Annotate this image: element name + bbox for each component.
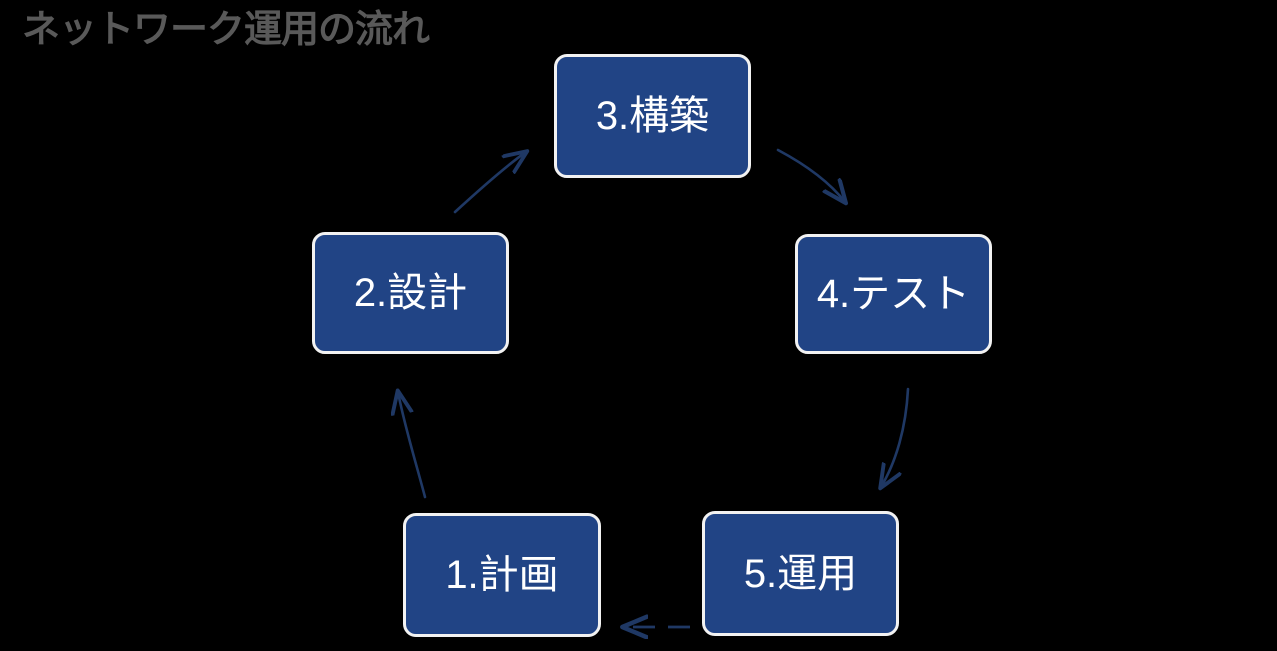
process-node-label: 5.運用 (743, 551, 858, 596)
page-title: ネットワーク運用の流れ (22, 9, 430, 51)
process-node-label: 4.テスト (816, 272, 971, 316)
process-node-label: 3.構築 (595, 94, 710, 138)
process-node-label: 1.計画 (445, 553, 559, 597)
process-node-test[interactable]: 4.テスト (795, 234, 992, 354)
process-node-operate[interactable]: 5.運用 (702, 511, 899, 636)
process-node-plan[interactable]: 1.計画 (403, 513, 601, 637)
process-node-design[interactable]: 2.設計 (312, 232, 509, 354)
connector-design-to-build (453, 152, 526, 214)
connector-test-to-operate (881, 387, 910, 487)
process-node-label: 2.設計 (353, 271, 468, 315)
connector-plan-to-design (398, 392, 427, 499)
process-node-build[interactable]: 3.構築 (554, 54, 751, 178)
connector-build-to-test (776, 148, 845, 202)
